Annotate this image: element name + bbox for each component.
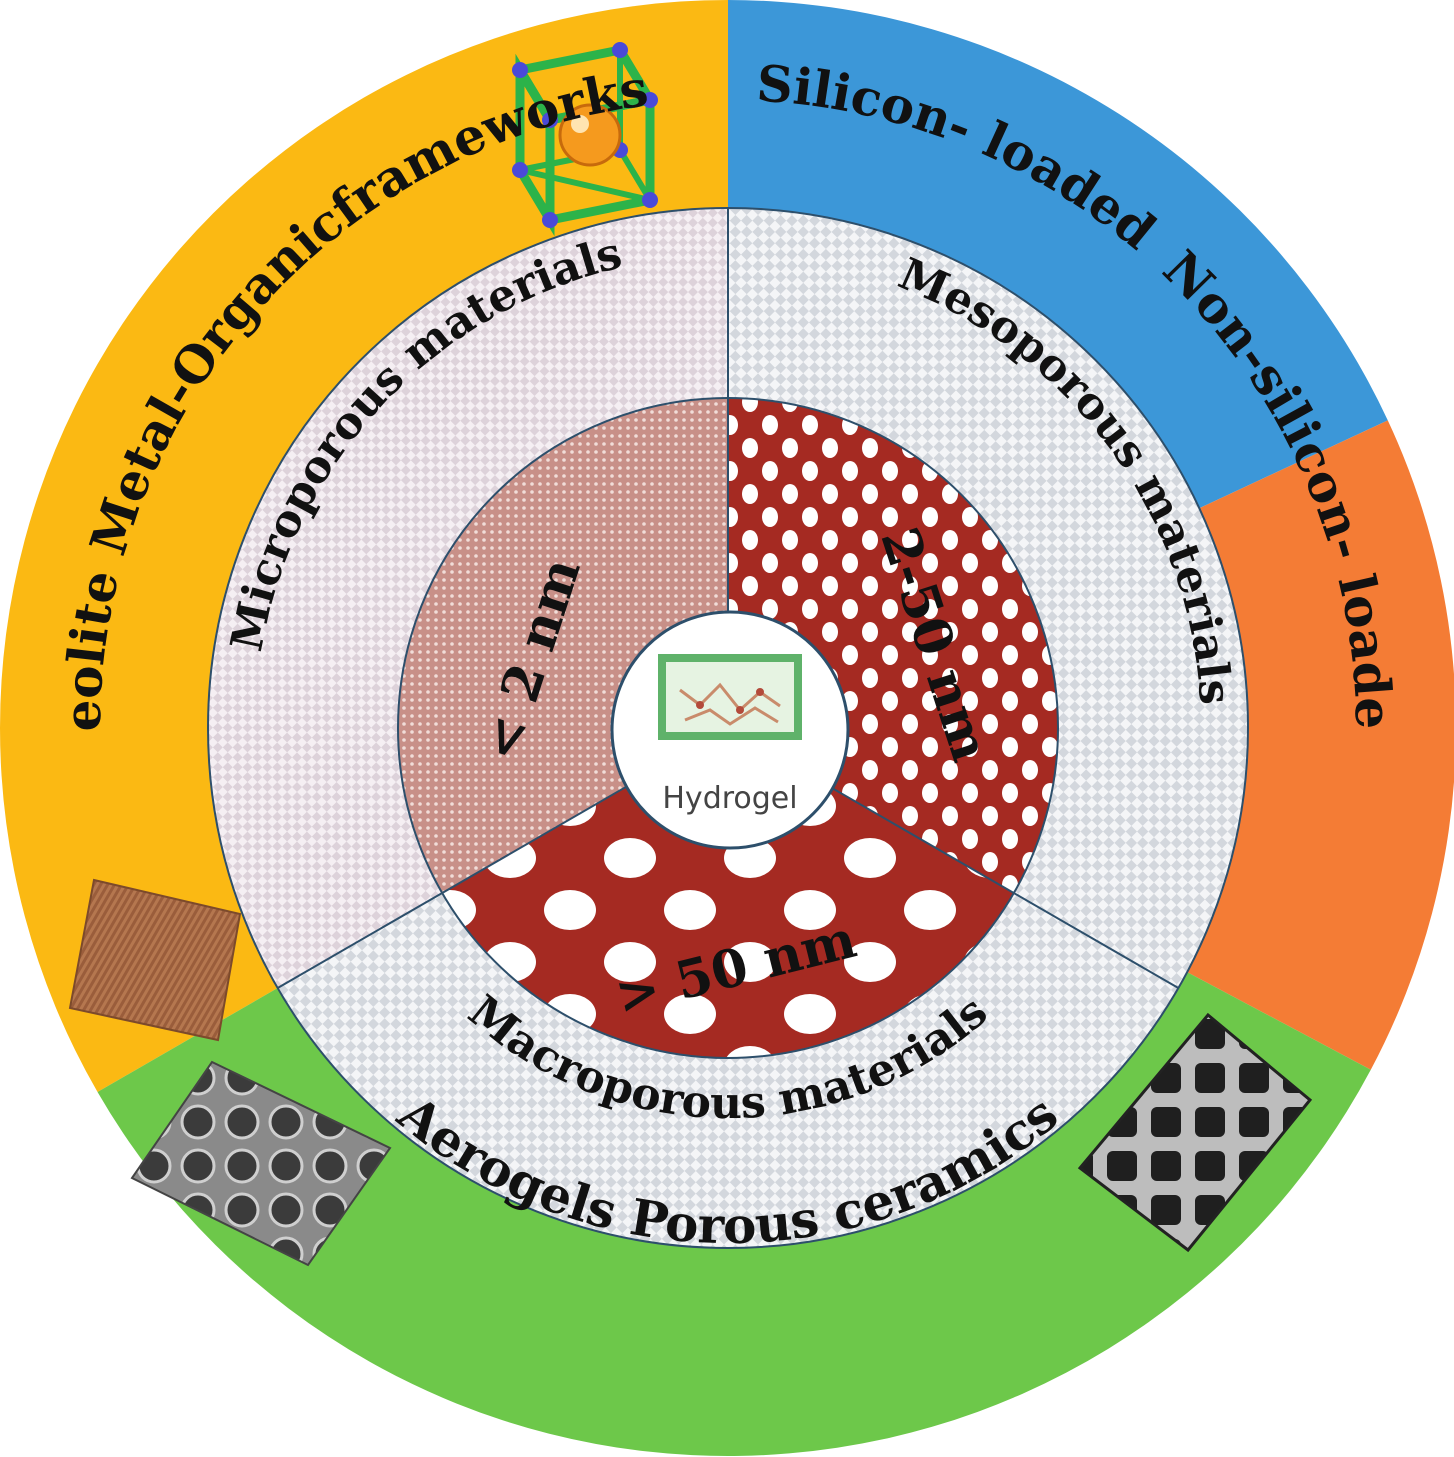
yellow-sector — [0, 0, 729, 1092]
macroporous-sector — [277, 893, 1179, 1248]
middle-ring — [208, 208, 1248, 1248]
green-sector — [97, 972, 1371, 1456]
hydrogel-label: Hydrogel — [662, 781, 797, 816]
mesoporous-sector — [728, 208, 1248, 988]
crystal-plate-icon — [68, 878, 242, 1042]
orange-sector — [1187, 420, 1454, 1070]
foam-micrograph-icon — [130, 1060, 392, 1267]
microporous-sector — [208, 208, 728, 988]
grid-micrograph-icon — [1077, 1012, 1313, 1253]
cubic-framework-icon — [512, 42, 658, 237]
hydrogel-network-icon — [658, 654, 802, 740]
blue-sector — [728, 0, 1388, 509]
